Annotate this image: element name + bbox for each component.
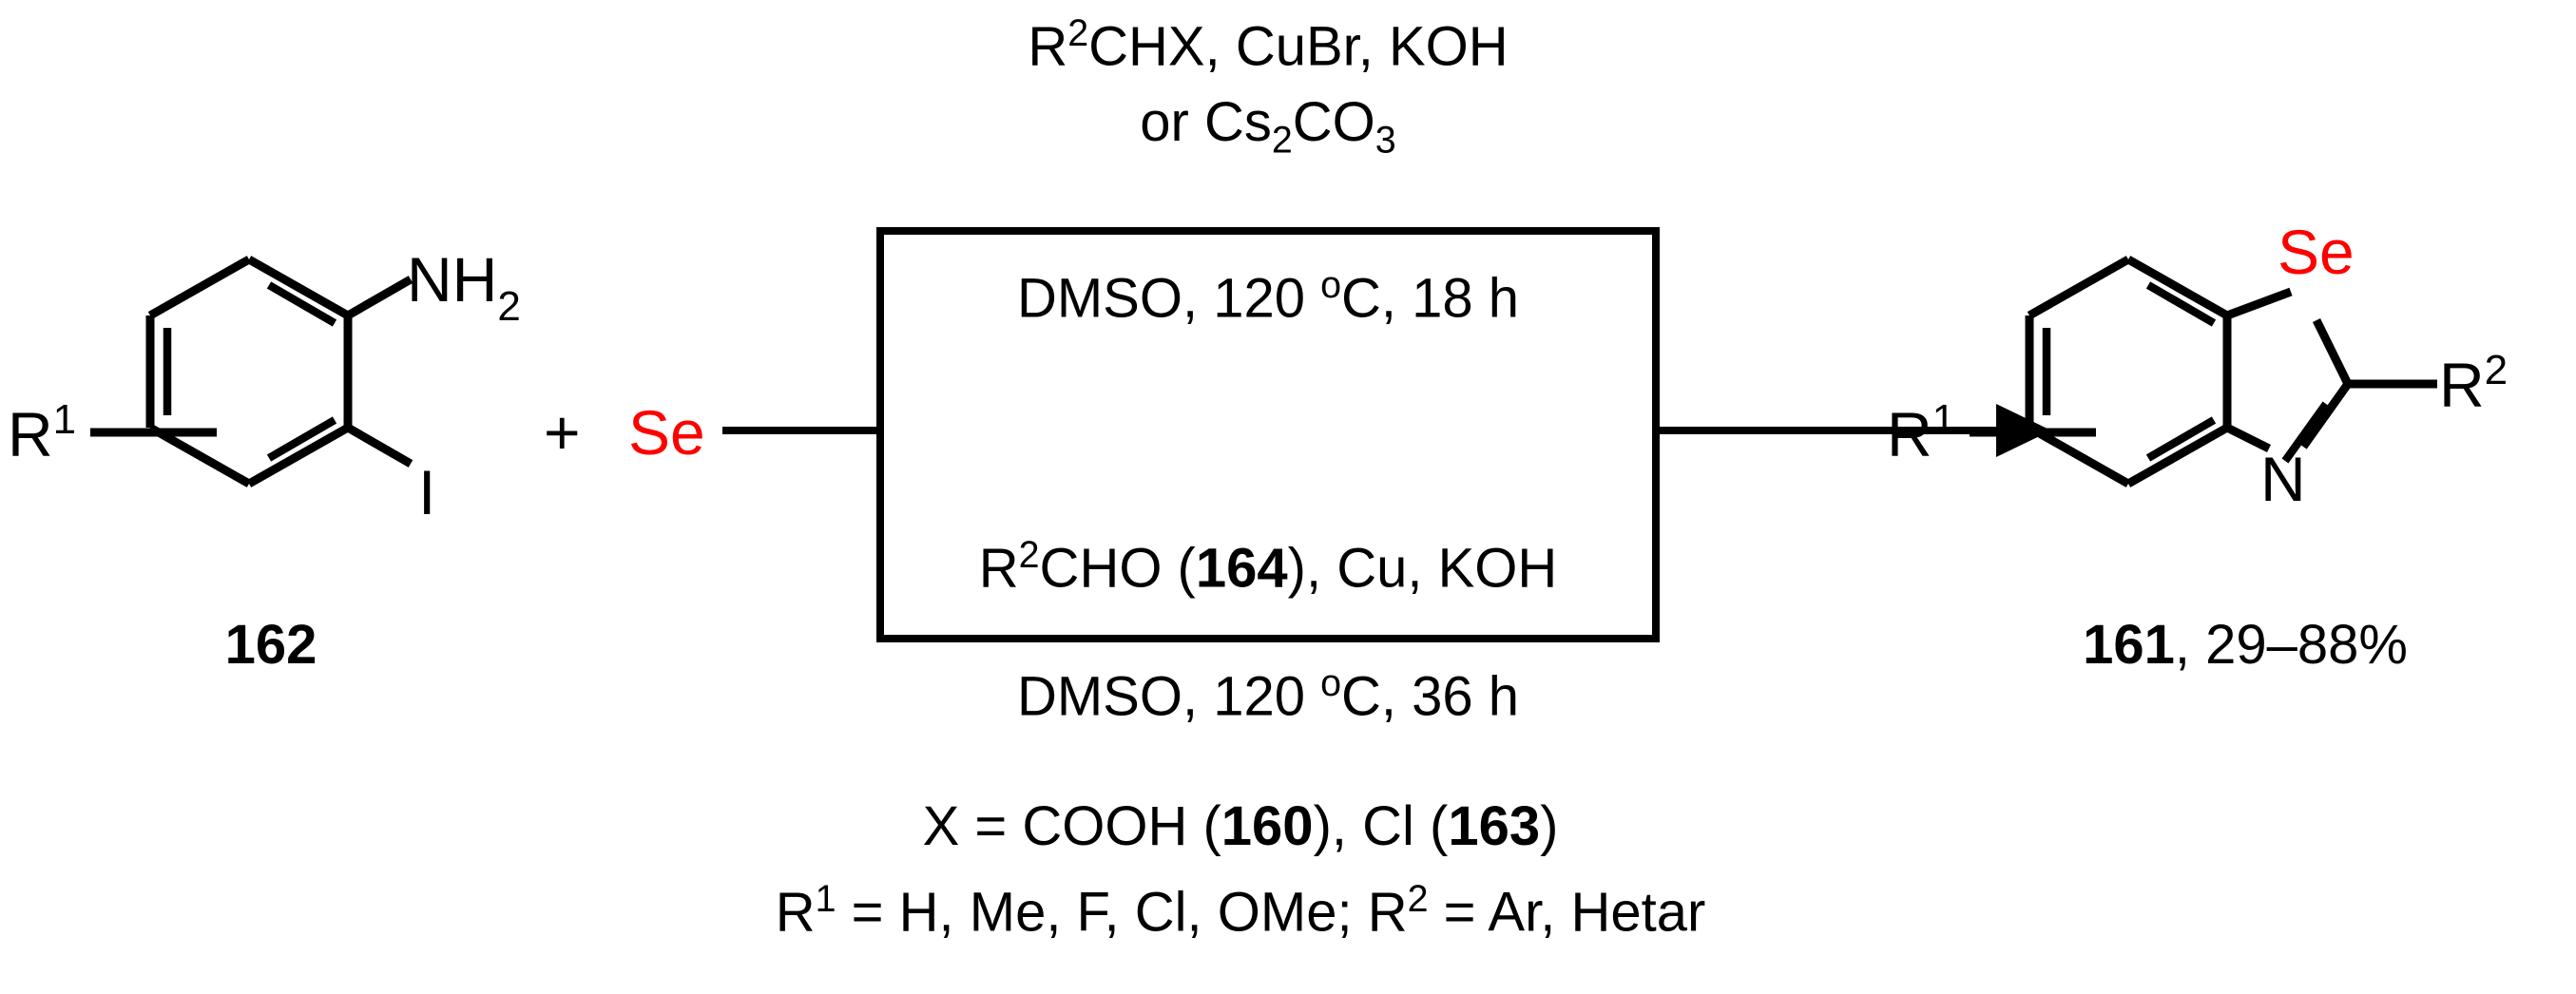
reactant-amine-label: NH2 (407, 244, 521, 330)
compound-ref-161: 161 (2083, 614, 2175, 676)
product-r1-label: R1 (1887, 396, 1955, 469)
product-compound-label: 161, 29–88% (2083, 618, 2408, 673)
cond-line2-mid: CO (1292, 91, 1375, 153)
conditions-box-top-line: DMSO, 120 oC, 18 h (1016, 264, 1520, 330)
conditions-below-box: DMSO, 120 oC, 36 h (1016, 662, 1520, 728)
footnote-r-definitions: R1 = H, Me, F, Cl, OMe; R2 = Ar, Hetar (775, 878, 1706, 944)
footnote-x-pre: X = COOH ( (922, 795, 1221, 857)
box-bottom-mid: CHO ( (1039, 537, 1196, 600)
reactant-r1-label: R1 (8, 396, 76, 469)
below-box-solvent: DMSO, 120 (1016, 665, 1321, 728)
conditions-box (876, 227, 1660, 642)
cond-line2-sub1: 2 (1271, 119, 1293, 162)
compound-ref-163: 163 (1448, 795, 1541, 857)
cond-line2-sub2: 3 (1375, 119, 1396, 162)
conditions-box-bottom-line: R2CHO (164), Cu, KOH (978, 534, 1558, 600)
reactant-compound-label: 162 (224, 614, 317, 676)
footnote-r2-sup: 2 (1407, 878, 1429, 920)
reactant-benzene-ring (145, 256, 353, 487)
product-selenazole-ring (2224, 287, 2437, 464)
product-nitrogen-label: N (2260, 444, 2306, 514)
reactant-amine-bond (345, 276, 413, 319)
cond-line1-sup: 2 (1067, 12, 1089, 54)
footnote-r2-values: = Ar, Hetar (1428, 881, 1706, 944)
below-box-rest: C, 36 h (1341, 665, 1520, 728)
footnote-x-post: ) (1540, 795, 1559, 857)
footnote-x-definitions: X = COOH (160), Cl (163) (923, 799, 1559, 854)
footnote-r1-pre: R (775, 881, 816, 944)
cond-line1-rest: CHX, CuBr, KOH (1088, 15, 1509, 78)
reactant-iodine-bond (345, 424, 413, 468)
compound-ref-164: 164 (1195, 537, 1288, 600)
conditions-above-line1: R2CHX, CuBr, KOH (1028, 12, 1509, 78)
selenium-reagent-label: Se (628, 397, 705, 468)
footnote-x-mid: ), Cl ( (1313, 795, 1449, 857)
footnote-r1-values: = H, Me, F, Cl, OMe; (836, 881, 1368, 944)
box-bottom-post: ), Cu, KOH (1287, 537, 1558, 600)
below-box-degree-icon: o (1320, 662, 1342, 704)
box-top-solvent: DMSO, 120 (1016, 267, 1321, 330)
reactant-iodine-label: I (418, 457, 435, 527)
footnote-r2-pre: R (1367, 881, 1408, 944)
box-bottom-r: R (978, 537, 1019, 600)
product-yield-text: , 29–88% (2174, 614, 2408, 676)
compound-ref-160: 160 (1221, 795, 1314, 857)
box-top-rest: C, 18 h (1341, 267, 1520, 330)
conditions-above-line2: or Cs2CO3 (1140, 95, 1395, 160)
product-selenium-label: Se (2278, 217, 2355, 287)
product-benzene-ring (2025, 256, 2232, 487)
cond-line1-r: R (1028, 15, 1068, 78)
box-bottom-sup: 2 (1018, 534, 1040, 576)
box-top-degree-icon: o (1320, 264, 1342, 306)
cond-line2-pre: or Cs (1140, 91, 1272, 153)
footnote-r1-sup: 1 (815, 878, 836, 920)
product-r2-label: R2 (2439, 347, 2508, 420)
plus-sign: + (544, 397, 581, 468)
